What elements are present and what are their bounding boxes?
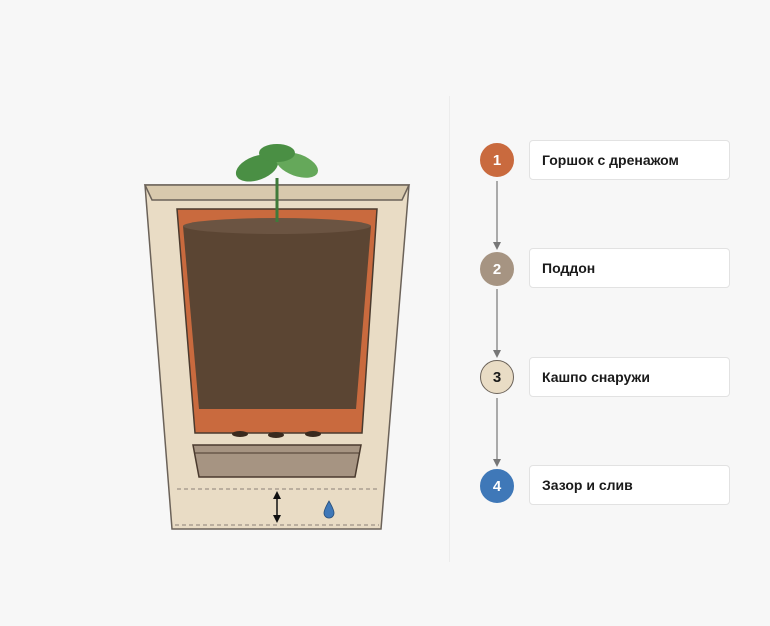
seedling [235, 144, 319, 222]
divider [449, 96, 450, 562]
leaf-left [235, 154, 279, 182]
drainage-hole [305, 431, 321, 437]
step-label-cachepot: Кашпо снаружи [529, 357, 730, 397]
gap-arrow-down [273, 515, 281, 523]
step-badge-4: 4 [480, 469, 514, 503]
soil [183, 226, 371, 409]
gap-zone [175, 488, 379, 526]
drainage-hole [268, 432, 284, 438]
leaf-top [259, 144, 295, 162]
step-badge-2: 2 [480, 252, 514, 286]
step-badge-1: 1 [480, 143, 514, 177]
saucer [192, 444, 362, 478]
step-label-saucer: Поддон [529, 248, 730, 288]
step-badge-3: 3 [480, 360, 514, 394]
drainage-hole [232, 431, 248, 437]
water-drop-icon [323, 500, 335, 519]
pot [176, 208, 378, 438]
step-label-gap: Зазор и слив [529, 465, 730, 505]
step-label-pot: Горшок с дренажом [529, 140, 730, 180]
gap-arrow-up [273, 491, 281, 499]
saucer-body [192, 444, 362, 478]
soil-surface [183, 218, 371, 234]
